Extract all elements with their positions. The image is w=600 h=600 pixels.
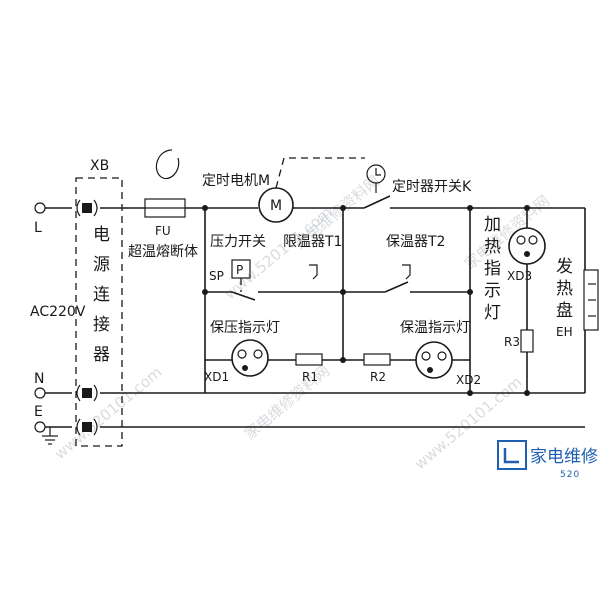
pressure-lamp-ref: XD1 — [204, 370, 229, 384]
supply-voltage-label: AC220V — [30, 304, 86, 320]
timer-motor: M 定时电机M — [202, 173, 294, 223]
heat-lamp-char: 示 — [484, 281, 501, 301]
connector-char: 源 — [93, 255, 110, 275]
pressure-switch-ref: SP — [209, 269, 224, 283]
warm-lamp-ref: XD2 — [456, 373, 481, 387]
connector-char: 器 — [93, 345, 110, 365]
limiter-T1: 限温器T1 — [283, 208, 344, 360]
heater-ref: EH — [556, 325, 573, 339]
logo-url: 520 — [560, 470, 580, 480]
pressure-switch-symbol: P — [236, 263, 243, 277]
warm-lamp-name: 保温指示灯 — [400, 320, 470, 336]
fuse-FU: FU 超温熔断体 — [100, 149, 205, 260]
keep-warm-name: 保温器T2 — [386, 234, 445, 250]
watermark-text: 家电维修资料网 — [241, 362, 333, 443]
heater-char: 热 — [556, 279, 573, 299]
pressure-lamp-XD1: 保压指示灯 XD1 — [204, 320, 296, 384]
heat-lamp-char: 指 — [484, 259, 501, 279]
heat-lamp-char: 灯 — [484, 303, 501, 323]
fuse-ref: FU — [155, 224, 171, 238]
heat-lamp-ref: XD3 — [507, 269, 532, 283]
resistor-R3: R3 — [504, 329, 534, 393]
junction-dots — [202, 205, 530, 396]
terminal-E: E — [34, 404, 98, 445]
timer-linkage — [275, 157, 365, 189]
keep-warm-T2: 保温器T2 — [343, 234, 470, 293]
site-logo: 家电维修 520 — [497, 440, 598, 480]
heat-lamp-XD3: 加 热 指 示 灯 XD3 — [484, 208, 546, 330]
terminal-N: N — [34, 371, 98, 402]
watermark-text: www.520101.com — [51, 363, 165, 463]
limiter-name: 限温器T1 — [283, 234, 342, 250]
terminal-label-N: N — [34, 371, 44, 387]
pressure-switch-name: 压力开关 — [210, 234, 266, 250]
watermark-text: www.520101.com — [411, 373, 525, 473]
connector-char: 接 — [93, 315, 110, 335]
terminal-label-E: E — [34, 404, 43, 420]
heat-lamp-char: 热 — [484, 237, 501, 257]
connector-char: 连 — [93, 285, 110, 305]
fuse-name: 超温熔断体 — [128, 244, 198, 260]
motor-symbol: M — [270, 198, 282, 214]
heat-lamp-char: 加 — [484, 215, 501, 235]
resistor-R2-label: R2 — [370, 370, 386, 384]
terminal-L: L — [34, 199, 98, 236]
resistor-R1: R1 — [295, 353, 343, 384]
heater-char: 发 — [556, 257, 573, 277]
motor-name: 定时电机M — [202, 173, 270, 189]
terminal-label-L: L — [34, 220, 42, 236]
connector-ref: XB — [90, 158, 109, 174]
heater-char: 盘 — [556, 301, 573, 321]
resistor-R1-label: R1 — [302, 370, 318, 384]
logo-text: 家电维修 — [530, 447, 598, 467]
timer-switch-name: 定时器开关K — [392, 179, 472, 195]
timer-switch-K: 定时器开关K — [343, 164, 527, 209]
resistor-R2: R2 — [343, 353, 416, 384]
resistor-R3-label: R3 — [504, 335, 520, 349]
pressure-lamp-name: 保压指示灯 — [210, 320, 280, 336]
connector-char: 电 — [93, 225, 110, 245]
power-connector: XB 电 源 连 接 器 — [75, 158, 123, 447]
heater-EH: 发 热 盘 EH — [556, 208, 599, 393]
warm-lamp-XD2: 保温指示灯 XD2 — [400, 320, 481, 387]
pressure-switch-SP: 压力开关 SP P — [205, 234, 343, 301]
watermark-layer: www.520101.com 家电维修资料网 家电维修资料网 www.52010… — [51, 172, 553, 473]
